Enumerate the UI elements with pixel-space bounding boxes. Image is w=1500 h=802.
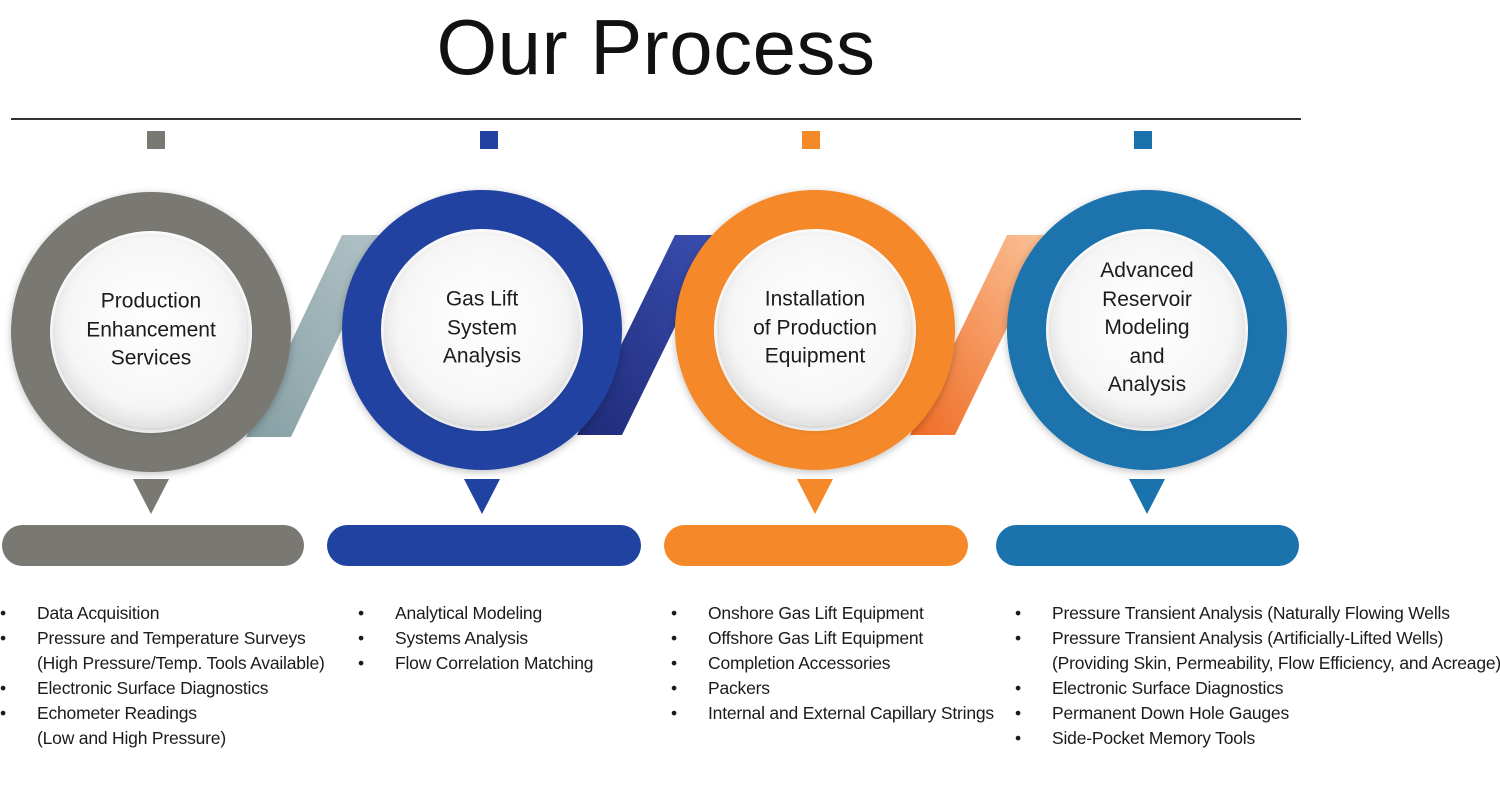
installation-equipment-bullet-list: Onshore Gas Lift EquipmentOffshore Gas L…	[671, 601, 994, 726]
list-item: Onshore Gas Lift Equipment	[671, 601, 994, 626]
installation-equipment-label-line: Installation	[764, 287, 866, 311]
list-item: Systems Analysis	[358, 626, 593, 651]
list-item-text: Flow Correlation Matching	[395, 653, 594, 673]
list-item-text: Offshore Gas Lift Equipment	[708, 628, 924, 648]
production-enhancement-marker	[147, 131, 165, 149]
gas-lift-analysis-label-line: Analysis	[442, 344, 522, 368]
production-enhancement-bullet-list: Data AcquisitionPressure and Temperature…	[0, 601, 325, 751]
reservoir-modeling-bullet-list: Pressure Transient Analysis (Naturally F…	[1015, 601, 1500, 751]
list-item-text: (Low and High Pressure)	[37, 728, 226, 748]
installation-equipment-pointer	[797, 479, 833, 514]
production-enhancement-inner-disc	[55, 236, 247, 428]
list-item: Side-Pocket Memory Tools	[1015, 726, 1500, 751]
reservoir-modeling-inner-disc	[1051, 234, 1243, 426]
list-item-text: Pressure Transient Analysis (Naturally F…	[1052, 603, 1450, 623]
production-enhancement-bar	[2, 525, 304, 566]
list-item: Completion Accessories	[671, 651, 994, 676]
reservoir-modeling-label-line: Reservoir	[1102, 287, 1192, 311]
reservoir-modeling-label-line: Advanced	[1100, 258, 1194, 282]
list-item: Pressure Transient Analysis (Naturally F…	[1015, 601, 1500, 626]
list-item: Pressure Transient Analysis (Artificiall…	[1015, 626, 1500, 676]
list-item: Analytical Modeling	[358, 601, 593, 626]
list-item-text: Completion Accessories	[708, 653, 891, 673]
reservoir-modeling-pointer	[1129, 479, 1165, 514]
list-item: Pressure and Temperature Surveys (High Pr…	[0, 626, 325, 676]
reservoir-modeling-label-line: Modeling	[1104, 315, 1190, 339]
list-item-text: Data Acquisition	[37, 603, 160, 623]
gas-lift-analysis-pointer	[464, 479, 500, 514]
installation-equipment-label-line: of Production	[753, 315, 877, 339]
gas-lift-analysis-label-line: Gas Lift	[445, 287, 519, 311]
list-item-text: Systems Analysis	[395, 628, 528, 648]
list-item: Echometer Readings (Low and High Pressure…	[0, 701, 325, 751]
reservoir-modeling-label-line: and	[1129, 344, 1165, 368]
production-enhancement-label-line: Production	[100, 289, 202, 313]
gas-lift-analysis-bar	[327, 525, 641, 566]
list-item-text: Internal and External Capillary Strings	[708, 703, 994, 723]
list-item-text: (Providing Skin, Permeability, Flow Effi…	[1052, 653, 1500, 673]
installation-equipment-inner-disc	[719, 234, 911, 426]
list-item: Electronic Surface Diagnostics	[0, 676, 325, 701]
list-item: Permanent Down Hole Gauges	[1015, 701, 1500, 726]
list-item-text: Onshore Gas Lift Equipment	[708, 603, 924, 623]
list-item-text: Echometer Readings	[37, 703, 197, 723]
list-item-text: Pressure Transient Analysis (Artificiall…	[1052, 628, 1444, 648]
list-item-text: (High Pressure/Temp. Tools Available)	[37, 653, 325, 673]
list-item-text: Electronic Surface Diagnostics	[37, 678, 269, 698]
reservoir-modeling-label-line: Analysis	[1107, 372, 1187, 396]
list-item: Flow Correlation Matching	[358, 651, 593, 676]
list-item-text: Electronic Surface Diagnostics	[1052, 678, 1284, 698]
production-enhancement-label-line: Enhancement	[86, 317, 216, 341]
installation-equipment-label-line: Equipment	[764, 344, 866, 368]
production-enhancement-pointer	[133, 479, 169, 514]
installation-equipment-marker	[802, 131, 820, 149]
list-item-text: Side-Pocket Memory Tools	[1052, 728, 1256, 748]
list-item: Offshore Gas Lift Equipment	[671, 626, 994, 651]
list-item-text: Pressure and Temperature Surveys	[37, 628, 306, 648]
page-title: Our Process	[436, 3, 876, 91]
list-item: Data Acquisition	[0, 601, 325, 626]
list-item: Electronic Surface Diagnostics	[1015, 676, 1500, 701]
list-item-text: Permanent Down Hole Gauges	[1052, 703, 1290, 723]
gas-lift-analysis-marker	[480, 131, 498, 149]
gas-lift-analysis-inner-disc	[386, 234, 578, 426]
reservoir-modeling-marker	[1134, 131, 1152, 149]
title-divider	[11, 118, 1301, 120]
production-enhancement-label-line: Services	[110, 346, 192, 370]
list-item-text: Packers	[708, 678, 770, 698]
gas-lift-analysis-bullet-list: Analytical ModelingSystems AnalysisFlow …	[358, 601, 593, 676]
list-item-text: Analytical Modeling	[395, 603, 542, 623]
installation-equipment-bar	[664, 525, 968, 566]
gas-lift-analysis-label-line: System	[446, 315, 517, 339]
reservoir-modeling-bar	[996, 525, 1299, 566]
list-item: Internal and External Capillary Strings	[671, 701, 994, 726]
list-item: Packers	[671, 676, 994, 701]
